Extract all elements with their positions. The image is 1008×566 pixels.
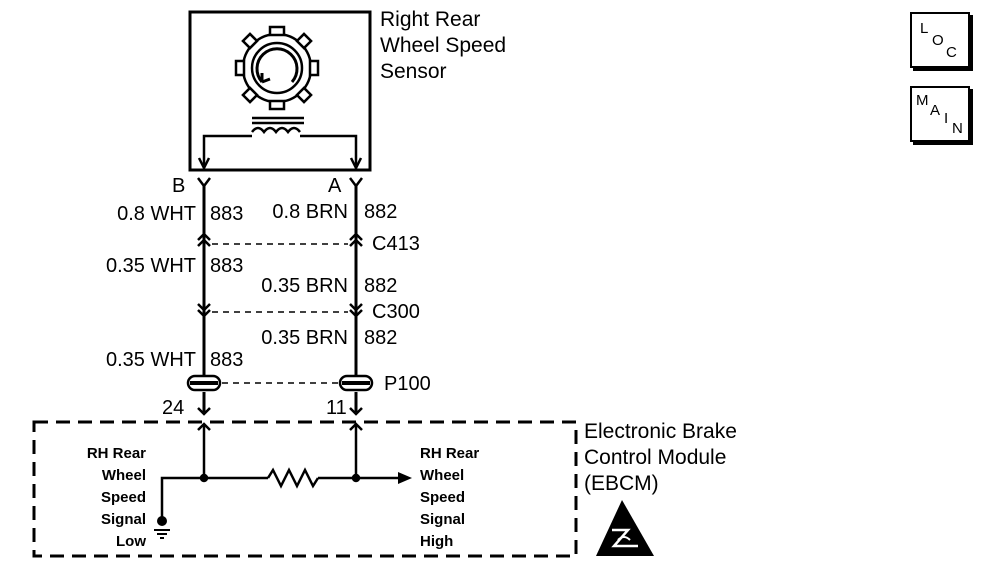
signal-high-line-3: Speed — [420, 489, 465, 506]
sensor-title-line-2: Wheel Speed — [380, 34, 506, 57]
signal-low-line-5: Low — [116, 533, 146, 550]
pin-24-label: 24 — [162, 397, 184, 419]
ebcm-internal-circuit — [160, 467, 398, 520]
signal-high-line-2: Wheel — [420, 467, 464, 484]
circuit-label-right-2: 882 — [364, 275, 397, 297]
signal-high-line-5: High — [420, 533, 453, 550]
main-letter-i: I — [944, 110, 949, 127]
wire-label-right-3: 0.35 BRN — [261, 327, 348, 349]
module-title-line-1: Electronic Brake — [584, 420, 737, 443]
connector-c300 — [197, 303, 363, 318]
signal-arrow-icon — [398, 472, 412, 484]
ground-icon — [154, 516, 170, 539]
module-title-line-3: (EBCM) — [584, 472, 659, 495]
module-title-line-2: Control Module — [584, 446, 726, 469]
wire-label-left-1: 0.8 WHT — [117, 203, 196, 225]
circuit-label-right-1: 882 — [364, 201, 397, 223]
pin-11-label: 11 — [326, 397, 347, 419]
circuit-label-left-3: 883 — [210, 349, 243, 371]
circuit-label-right-3: 882 — [364, 327, 397, 349]
wire-label-right-1: 0.8 BRN — [272, 201, 348, 223]
location-button[interactable]: L O C — [910, 12, 970, 68]
main-letter-a: A — [930, 102, 941, 119]
sensor-box — [188, 10, 372, 172]
passthrough-p100-label: P100 — [384, 373, 431, 395]
sensor-title-line-3: Sensor — [380, 60, 447, 83]
connector-c413 — [197, 232, 363, 247]
sensor-title-line-1: Right Rear — [380, 8, 480, 31]
circuit-label-left-2: 883 — [210, 255, 243, 277]
wire-label-left-2: 0.35 WHT — [106, 255, 196, 277]
signal-low-line-2: Wheel — [102, 467, 146, 484]
tone-wheel-icon — [234, 25, 320, 111]
ebcm-box — [32, 420, 578, 558]
main-letter-m: M — [916, 92, 929, 109]
sensor-coil-icon — [251, 116, 304, 135]
connector-c300-label: C300 — [372, 301, 420, 323]
loc-letter-o: O — [932, 32, 944, 49]
signal-low-line-4: Signal — [101, 511, 146, 528]
connector-c413-label: C413 — [372, 233, 420, 255]
signal-low-line-3: Speed — [101, 489, 146, 506]
circuit-label-left-1: 883 — [210, 203, 243, 225]
terminal-b-label: B — [172, 175, 185, 197]
signal-low-line-1: RH Rear — [87, 445, 146, 462]
signal-high-line-4: Signal — [420, 511, 465, 528]
passthrough-p100 — [186, 374, 374, 392]
terminal-a-label: A — [328, 175, 342, 197]
wire-label-right-2: 0.35 BRN — [261, 275, 348, 297]
loc-letter-l: L — [920, 20, 929, 37]
esd-warning-icon — [596, 500, 654, 556]
loc-letter-c: C — [946, 44, 957, 61]
wire-label-left-3: 0.35 WHT — [106, 349, 196, 371]
signal-high-line-1: RH Rear — [420, 445, 479, 462]
main-letter-n: N — [952, 120, 963, 137]
main-button[interactable]: M A I N — [910, 86, 970, 142]
